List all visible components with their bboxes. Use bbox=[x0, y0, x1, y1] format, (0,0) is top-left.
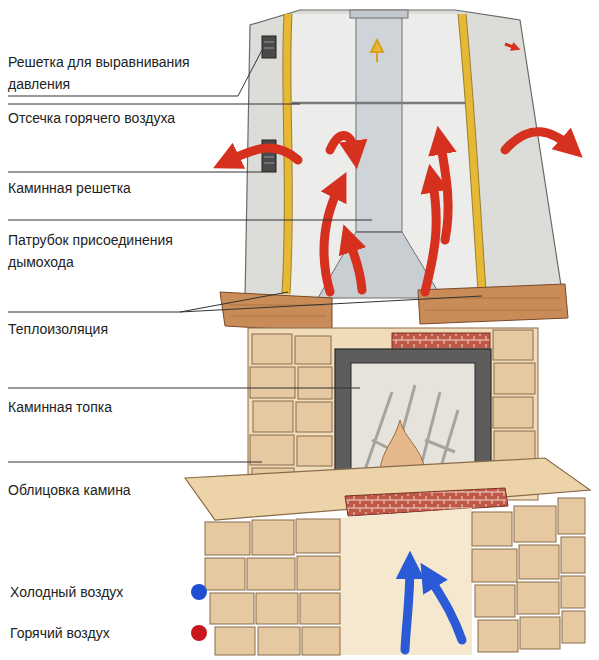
stone bbox=[210, 593, 254, 624]
stone bbox=[558, 498, 585, 534]
hot-air-arrow bbox=[425, 178, 436, 292]
hot-air-arrow bbox=[330, 135, 355, 155]
hot-air-cutoff bbox=[292, 102, 466, 105]
pipe-joint bbox=[356, 232, 402, 233]
brick-band bbox=[392, 333, 490, 348]
stone bbox=[205, 522, 250, 555]
leader-line bbox=[8, 104, 300, 105]
cold-air-arrow bbox=[428, 575, 462, 640]
base-stones bbox=[205, 498, 585, 655]
cold-air-arrow bbox=[405, 565, 410, 650]
hot-air-arrow bbox=[324, 185, 340, 292]
stone bbox=[493, 330, 533, 360]
part-label: Решетка для выравнивания давления bbox=[8, 51, 208, 95]
stone bbox=[296, 519, 340, 553]
hot-air-arrow bbox=[440, 140, 448, 240]
hot-air-arrows bbox=[226, 132, 572, 292]
part-label: Теплоизоляция bbox=[8, 318, 268, 340]
stone bbox=[296, 402, 332, 432]
part-label: Отсечка горячего воздуха bbox=[8, 107, 268, 129]
mantel-beam bbox=[418, 284, 568, 324]
stone bbox=[475, 585, 515, 617]
leader-line bbox=[8, 172, 262, 173]
leader-line bbox=[8, 292, 482, 312]
legend-text: Холодный воздух bbox=[10, 581, 123, 603]
stone bbox=[252, 520, 294, 555]
glass-reflection bbox=[365, 385, 458, 470]
stone bbox=[517, 582, 559, 614]
air-inlet bbox=[340, 508, 472, 655]
part-label: Облицовка камина bbox=[8, 479, 268, 501]
cold-air-arrows bbox=[405, 565, 462, 650]
stone bbox=[494, 363, 535, 394]
stone bbox=[520, 617, 560, 649]
stone bbox=[247, 558, 295, 590]
stone bbox=[562, 611, 585, 643]
stone bbox=[253, 401, 293, 432]
leader-line bbox=[8, 462, 262, 463]
pipe-cap bbox=[350, 10, 408, 18]
stone bbox=[297, 436, 332, 466]
hot-air-arrow bbox=[348, 238, 362, 290]
stone bbox=[215, 627, 255, 655]
part-label: Патрубок присоединения дымохода bbox=[8, 229, 208, 273]
stone bbox=[514, 506, 556, 542]
part-label: Каминная решетка bbox=[8, 177, 268, 199]
stone bbox=[205, 558, 245, 590]
stone bbox=[295, 336, 331, 364]
stone bbox=[494, 431, 535, 461]
mantel-beam bbox=[220, 292, 332, 332]
stone bbox=[561, 576, 585, 608]
leader-line bbox=[8, 220, 372, 221]
stone bbox=[472, 549, 517, 582]
pressure-grille bbox=[262, 36, 276, 58]
stone bbox=[302, 627, 340, 655]
leader-line bbox=[8, 388, 360, 389]
leader-line bbox=[8, 50, 262, 96]
stone bbox=[297, 556, 340, 590]
fire-flame bbox=[380, 420, 425, 470]
chimney-pipe bbox=[356, 12, 402, 232]
stone bbox=[252, 334, 292, 364]
stone bbox=[493, 397, 533, 428]
legend-swatch bbox=[191, 584, 207, 600]
legend-swatch bbox=[191, 625, 207, 641]
stone bbox=[472, 512, 512, 546]
stone bbox=[478, 620, 518, 652]
insulation-strip bbox=[462, 14, 482, 292]
legend-text: Горячий воздух bbox=[10, 622, 110, 644]
hot-air-arrow bbox=[505, 44, 516, 48]
stone bbox=[256, 593, 298, 624]
hot-air-arrow bbox=[226, 148, 298, 162]
stone bbox=[250, 435, 294, 465]
stone bbox=[519, 545, 559, 579]
hot-air-arrow bbox=[505, 132, 572, 150]
stone bbox=[258, 627, 300, 655]
stone bbox=[561, 537, 585, 573]
stone bbox=[250, 367, 295, 398]
flow-symbol bbox=[371, 40, 383, 62]
part-label: Каминная топка bbox=[8, 396, 268, 418]
leader-lines bbox=[8, 50, 482, 462]
stone bbox=[298, 367, 332, 399]
stone bbox=[300, 593, 340, 624]
